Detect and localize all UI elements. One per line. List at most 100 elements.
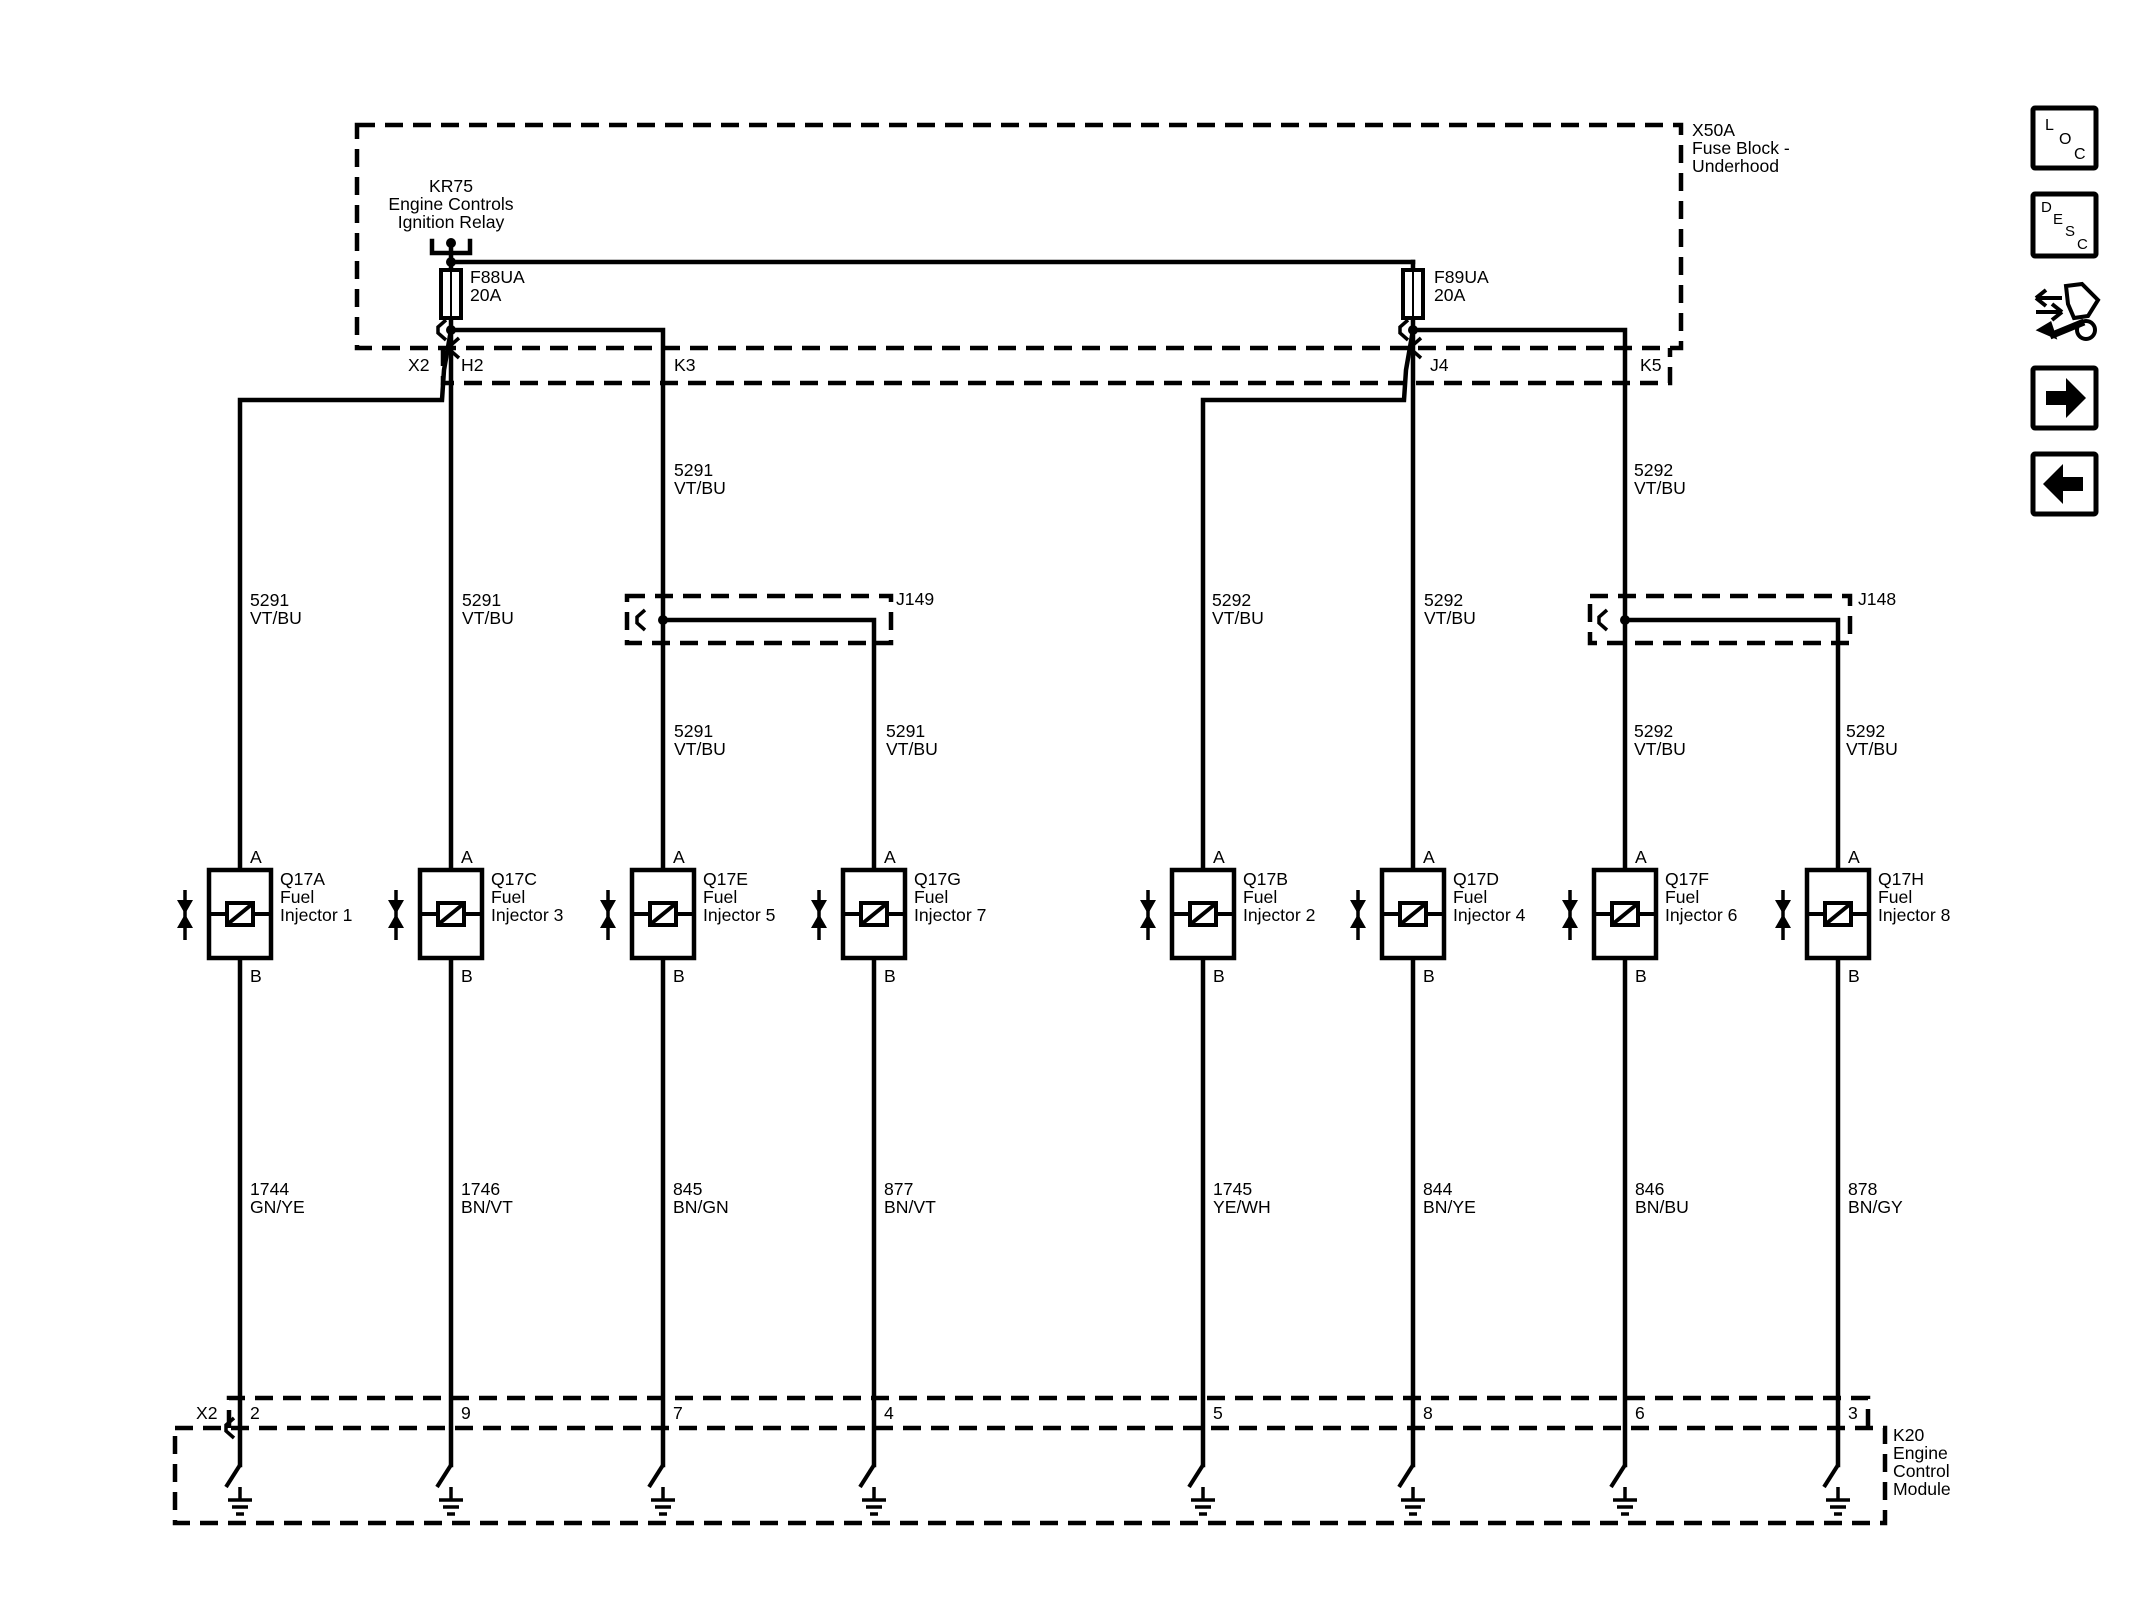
ecm-name-line2: Control [1893,1461,1950,1481]
svg-text:D: D [2041,199,2052,216]
ground-switch [1187,1463,1205,1489]
next-page-button[interactable] [2030,365,2099,431]
fuse-block-boundary [354,122,1684,351]
svg-text:L: L [2045,117,2054,134]
previous-page-button[interactable] [2030,451,2099,517]
injector-name-line2: Injector 6 [1665,905,1738,925]
splice-j148-wire [1622,617,1841,873]
pin-j4: J4 [1430,355,1449,375]
ecm-pin: 8 [1423,1403,1433,1423]
loc-button[interactable]: L O C [2030,105,2099,171]
arrow-right-icon [2046,378,2086,418]
ground-icon [1613,1487,1637,1516]
ground-icon [651,1487,675,1516]
circuit-inj5-num: 5291 [674,721,713,741]
connector-wrench-icon [2034,281,2101,341]
control-circuit-num: 1744 [250,1179,289,1199]
control-circuit-num: 1745 [1213,1179,1252,1199]
ground-icon [1401,1487,1425,1516]
wire-x2-inj1 [237,327,454,873]
injector-pin-a: A [1848,847,1860,867]
circuit-k3-color: VT/BU [674,478,726,498]
fuse-block-connector-x2: X2 [408,355,430,375]
ecm-connector-chevron [224,1416,236,1440]
svg-text:S: S [2065,223,2075,240]
injector-pin-b: B [673,966,685,986]
injector-name-line1: Fuel [1878,887,1912,907]
ecm-pin: 6 [1635,1403,1645,1423]
bus-node-left [446,257,456,267]
injector-id: Q17D [1453,869,1499,889]
ground-icon [439,1487,463,1516]
control-circuit-num: 845 [673,1179,703,1199]
injector-name-line2: Injector 5 [703,905,776,925]
fuse-block-name-line2: Underhood [1692,156,1779,176]
pin-k3: K3 [674,355,696,375]
injector-id: Q17E [703,869,748,889]
fuse-block-name-line1: Fuse Block - [1692,138,1790,158]
svg-text:C: C [2074,146,2086,163]
injector-id: Q17A [280,869,325,889]
ground-switch [647,1463,665,1489]
circuit-inj4-color: VT/BU [1424,608,1476,628]
injector-pin-b: B [1213,966,1225,986]
circuit-inj8-num: 5292 [1846,721,1885,741]
svg-text:C: C [2077,236,2088,253]
control-circuit-num: 1746 [461,1179,500,1199]
splice-j148-label: J148 [1858,589,1896,609]
connector-wrench-button[interactable] [2034,281,2101,341]
circuit-inj3-num: 5291 [462,590,501,610]
splice-j149-label: J149 [896,589,934,609]
svg-text:O: O [2059,131,2071,148]
circuit-inj4-num: 5292 [1424,590,1463,610]
wire-k3 [448,327,666,623]
injector-id: Q17B [1243,869,1288,889]
circuit-inj2-color: VT/BU [1212,608,1264,628]
control-circuit-color: BN/YE [1423,1197,1476,1217]
control-circuit-color: BN/GN [673,1197,729,1217]
injector-pin-a: A [673,847,685,867]
ground-switch [435,1463,453,1489]
circuit-inj5-color: VT/BU [674,739,726,759]
desc-button[interactable]: D E S C [2030,191,2099,259]
injector-name-line1: Fuel [1243,887,1277,907]
fuse-f88ua-id: F88UA [470,267,525,287]
pin-k5: K5 [1640,355,1662,375]
injector-pin-a: A [461,847,473,867]
ecm-name-line1: Engine [1893,1443,1948,1463]
control-circuit-color: BN/GY [1848,1197,1903,1217]
injector-pin-a: A [1423,847,1435,867]
relay-name-line2: Ignition Relay [398,212,505,232]
ecm-id: K20 [1893,1425,1925,1445]
relay-node [446,238,456,248]
circuit-k5-color: VT/BU [1634,478,1686,498]
circuit-inj7-color: VT/BU [886,739,938,759]
injector-name-line1: Fuel [280,887,314,907]
control-circuit-num: 878 [1848,1179,1878,1199]
ground-switch [1609,1463,1627,1489]
circuit-inj7-num: 5291 [886,721,925,741]
ecm-connector-boundary [226,1395,1871,1428]
splice-j148-chevron [1597,608,1609,632]
control-circuit-num: 877 [884,1179,913,1199]
splice-j149-wire [660,617,877,873]
ecm-pin: 4 [884,1403,894,1423]
circuit-k5-num: 5292 [1634,460,1673,480]
injector-name-line2: Injector 1 [280,905,352,925]
ecm-pin: 2 [250,1403,260,1423]
splice-j149-chevron [635,608,647,632]
splice-j149-node [658,615,668,625]
relay-name-line1: Engine Controls [388,194,513,214]
ecm-pin: 9 [461,1403,471,1423]
ecm-pin: 7 [673,1403,683,1423]
control-circuit-color: YE/WH [1213,1197,1271,1217]
connector-chevron-h2 [449,336,461,360]
circuit-inj6-color: VT/BU [1634,739,1686,759]
injector-name-line1: Fuel [703,887,737,907]
ground-switch [1397,1463,1415,1489]
